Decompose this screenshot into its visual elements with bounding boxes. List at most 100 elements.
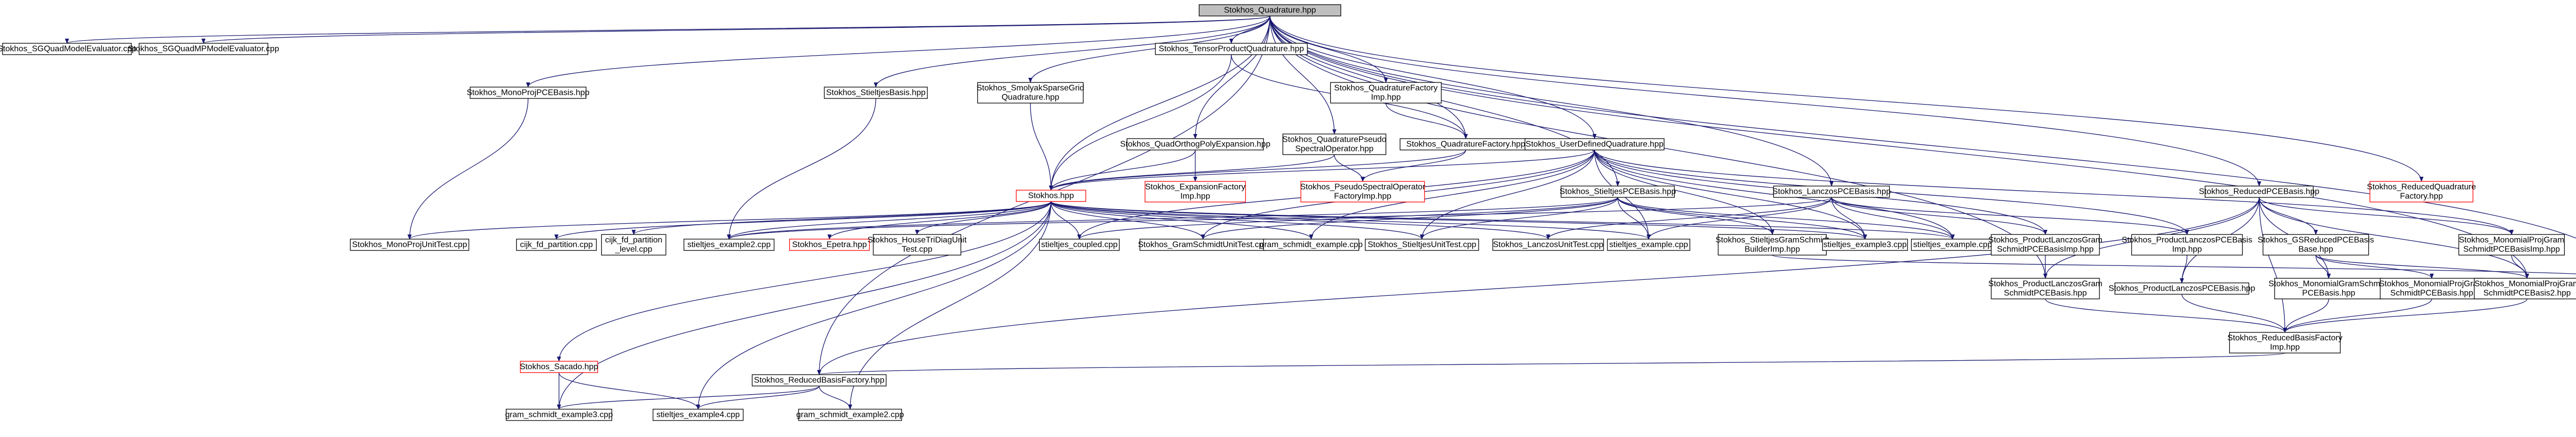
node-label: FactoryImp.hpp <box>1334 192 1391 201</box>
node-stieltjesex[interactable]: stieltjes_example.cpp <box>1911 239 1994 251</box>
node-box <box>1144 181 1246 203</box>
node-quadfactory[interactable]: Stokhos_QuadratureFactory.hpp <box>1399 138 1532 150</box>
node-box <box>2229 332 2341 354</box>
node-quadorthog[interactable]: Stokhos_QuadOrthogPolyExpansion.hpp <box>1120 138 1270 150</box>
node-label: Base.hpp <box>2298 245 2333 254</box>
edge-stieltjespce-to-stieltjesex2 <box>727 197 1618 240</box>
node-sgquadmp[interactable]: Stokhos_SGQuadMPModelEvaluator.cpp <box>128 43 279 55</box>
node-prodlanczos[interactable]: Stokhos_ProductLanczosPCEBasis.hpp <box>2109 282 2256 295</box>
node-gsex2[interactable]: gram_schmidt_example2.cpp <box>796 409 904 421</box>
node-box <box>824 87 928 99</box>
node-box <box>1126 138 1264 150</box>
node-cijkfed[interactable]: cijk_fd_partition.cpp <box>516 239 597 251</box>
node-stieltjescoupled[interactable]: stieltjes_coupled.cpp <box>1039 239 1120 251</box>
node-box <box>1718 234 1827 256</box>
node-quadpseudo[interactable]: Stokhos_QuadraturePseudoSpectralOperator… <box>1282 133 1386 155</box>
node-gramschmidtunit[interactable]: Stokhos_GramSchmidtUnitTest.cpp <box>1138 239 1268 251</box>
node-stieltjespce[interactable]: Stokhos_StieltjesPCEBasis.hpp <box>1560 186 1676 198</box>
edge-userdefquad-to-stokhoshpp <box>1049 149 1595 191</box>
node-box <box>1015 190 1087 202</box>
node-box <box>1773 186 1890 198</box>
edges-layer <box>65 15 2576 410</box>
edge-stieltjesbasis-to-stieltjesex2 <box>727 98 876 240</box>
node-tensorprodquad[interactable]: Stokhos_TensorProductQuadrature.hpp <box>1155 43 1308 55</box>
node-stieltjesgsbimp[interactable]: Stokhos_StieltjesGramSchmidtBuilderImp.h… <box>1716 234 1829 256</box>
node-lanczospce[interactable]: Stokhos_LanczosPCEBasis.hpp <box>1772 186 1891 198</box>
edge-gsreducedpce-to-monoprojgs2 <box>2315 255 2529 279</box>
node-label: stieltjes_example4.cpp <box>656 411 740 419</box>
node-stieltjesex2[interactable]: stieltjes_example2.cpp <box>683 239 775 251</box>
node-stieltjesex1[interactable]: stieltjes_example.cpp <box>1607 239 1690 251</box>
edge-lanczospce-to-stieltjesex <box>1831 197 1955 240</box>
edge-quadrature-to-reducedpce <box>1269 15 2261 187</box>
edge-reducedpce-to-monoprojgsimp <box>2259 197 2514 235</box>
node-monoprojunit[interactable]: Stokhos_MonoProjUnitTest.cpp <box>350 239 469 251</box>
node-gramschmidtex[interactable]: gram_schmidt_example.cpp <box>1260 239 1363 251</box>
node-monoprojgs[interactable]: Stokhos_MonomialProjGramSchmidtPCEBasis.… <box>2379 278 2485 299</box>
node-monoprojpce[interactable]: Stokhos_MonoProjPCEBasis.hpp <box>467 87 589 99</box>
node-monoprojgsimp[interactable]: Stokhos_MonomialProjGramSchmidtPCEBasisI… <box>2458 234 2565 256</box>
node-stieltjesex4[interactable]: stieltjes_example4.cpp <box>652 409 744 421</box>
node-reducedpce[interactable]: Stokhos_ReducedPCEBasis.hpp <box>2199 186 2319 198</box>
node-box <box>2458 234 2565 256</box>
node-stieltjesbasis[interactable]: Stokhos_StieltjesBasis.hpp <box>824 87 928 99</box>
node-pseudospecfact[interactable]: Stokhos_PseudoSpectralOperatorFactoryImp… <box>1300 181 1426 203</box>
node-box <box>1822 239 1908 251</box>
node-sacado[interactable]: Stokhos_Sacado.hpp <box>520 361 598 373</box>
node-box <box>977 82 1084 104</box>
edge-quadrature-to-quadpseudo <box>1269 15 1336 135</box>
node-box <box>1300 181 1425 203</box>
node-box <box>2131 234 2243 256</box>
edge-quadfactoryimp-to-quadfactory <box>1385 103 1468 139</box>
edge-quadrature-to-sgquadmp <box>201 15 1270 44</box>
edge-quadrature-to-stieltjesbasis <box>874 15 1270 88</box>
edge-quadorthog-to-stokhoshpp <box>1049 149 1196 191</box>
node-sgquadmodel[interactable]: Stokhos_SGQuadModelEvaluator.cpp <box>0 43 137 55</box>
node-label: Stokhos_ReducedPCEBasis.hpp <box>2199 188 2319 196</box>
node-label: Stokhos_TensorProductQuadrature.hpp <box>1159 45 1304 54</box>
edge-quadrature-to-monoprojgs2 <box>1269 15 2529 279</box>
node-lanczosunit[interactable]: Stokhos_LanczosUnitTest.cpp <box>1492 239 1604 251</box>
edge-quadrature-to-stieltjesgsb <box>1269 15 2576 239</box>
node-cijkfedlevel[interactable]: cijk_fd_partition_level.cpp <box>601 234 667 256</box>
node-userdefquad[interactable]: Stokhos_UserDefinedQuadrature.hpp <box>1524 138 1665 150</box>
node-label: Stokhos_Sacado.hpp <box>520 363 598 372</box>
node-quadrature[interactable]: Stokhos_Quadrature.hpp <box>1198 4 1342 16</box>
node-label: _level.cpp <box>615 245 652 254</box>
edge-stieltjespce-to-stieltjescoupled <box>1077 197 1618 240</box>
node-stieltjesex3[interactable]: stieltjes_example3.cpp <box>1822 239 1908 251</box>
edge-monogs-to-reducedbasisfactimp <box>2283 298 2329 333</box>
node-box <box>652 409 744 421</box>
node-box <box>520 361 598 373</box>
node-box <box>1492 239 1604 251</box>
edge-stokhoshpp-to-stieltjesex3 <box>1050 201 1867 240</box>
edge-stokhoshpp-to-stieltjesex2 <box>727 201 1052 240</box>
node-reducedbasisfact[interactable]: Stokhos_ReducedBasisFactory.hpp <box>752 374 887 386</box>
edge-tensorprodquad-to-stokhoshpp <box>1049 54 1232 191</box>
edge-stokhoshpp-to-cijkfedlevel <box>632 201 1052 235</box>
node-label: SchmidtPCEBasisImp.hpp <box>2463 245 2560 254</box>
edge-quadfactory-to-pseudospecfact <box>1361 149 1466 182</box>
node-stokhoshpp[interactable]: Stokhos.hpp <box>1015 190 1087 202</box>
node-box <box>2369 181 2473 203</box>
node-gsex3[interactable]: gram_schmidt_example3.cpp <box>505 409 613 421</box>
node-box <box>798 409 902 421</box>
node-stieltjesunit[interactable]: Stokhos_StieltjesUnitTest.cpp <box>1365 239 1479 251</box>
edge-stieltjespce-to-gramschmidtunit <box>1201 197 1618 240</box>
node-epetra[interactable]: Stokhos_Epetra.hpp <box>789 239 870 251</box>
edge-reducedbasisfact-to-stieltjesex4 <box>696 385 820 410</box>
edge-stokhoshpp-to-monoprojunit <box>408 201 1052 240</box>
edge-lanczospce-to-prodlanczosimp <box>1831 197 2189 235</box>
node-prodlanczosgsimp[interactable]: Stokhos_ProductLanczosGramSchmidtPCEBasi… <box>1988 234 2103 256</box>
node-monoprojgs2[interactable]: Stokhos_MonomialProjGramSchmidtPCEBasis2… <box>2473 278 2576 299</box>
node-prodlanczosgs[interactable]: Stokhos_ProductLanczosGramSchmidtPCEBasi… <box>1988 278 2103 299</box>
